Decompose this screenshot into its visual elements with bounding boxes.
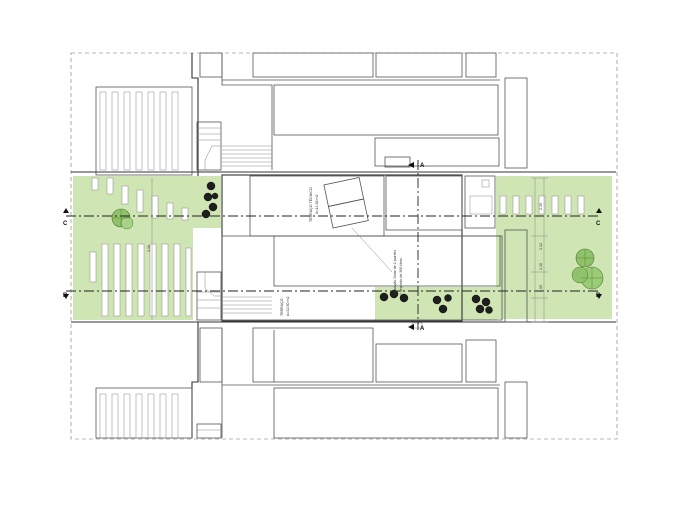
room-top-area: A=12.38 m2 bbox=[315, 195, 319, 214]
shrubs-center-bottom bbox=[379, 289, 493, 314]
tree-left-garden bbox=[111, 208, 134, 230]
trees bbox=[111, 181, 604, 314]
section-markers: C C B B A A bbox=[63, 162, 602, 332]
central-terrace bbox=[71, 171, 616, 329]
solar-panels bbox=[323, 176, 369, 229]
tree-right-garden-1 bbox=[575, 248, 595, 268]
marker-c-right: C bbox=[596, 221, 601, 227]
dim-right-v1: 2.10 bbox=[539, 203, 543, 210]
lower-building bbox=[95, 322, 528, 439]
room-bottom-label: TERRAÇO bbox=[280, 298, 284, 316]
upper-building bbox=[95, 52, 528, 176]
dim-right-v4: 1.00 bbox=[539, 285, 543, 292]
marker-a-top: A bbox=[420, 163, 425, 169]
dim-left-v: 3.16 bbox=[147, 245, 151, 252]
tree-right-garden-2 bbox=[571, 266, 604, 290]
lower-left-stripes bbox=[99, 393, 179, 439]
upper-left-stripes bbox=[99, 91, 179, 171]
dim-right-v3: 1.10 bbox=[539, 263, 543, 270]
room-top-label: TERRAÇO TÉCNICO bbox=[308, 187, 313, 222]
lower-stair bbox=[196, 271, 272, 321]
garden-left-tree-strip bbox=[193, 176, 221, 228]
marker-b-right: B bbox=[596, 293, 601, 299]
dimension-lines: 3.16 2.10 1.12 1.10 1.00 bbox=[147, 177, 548, 323]
left-garden-pavers bbox=[89, 177, 192, 317]
shrubs-left-strip bbox=[201, 181, 219, 219]
marker-c-left: C bbox=[63, 221, 68, 227]
marker-b-left: B bbox=[63, 293, 68, 299]
room-bottom-area: A=32.80 m2 bbox=[286, 297, 290, 316]
garden-left bbox=[73, 176, 193, 320]
solar-note-line1: Instalação Solar de 2 painéis bbox=[393, 250, 397, 296]
room-labels: TERRAÇO TÉCNICO A=12.38 m2 TERRAÇO A=32.… bbox=[280, 187, 403, 316]
section-axes bbox=[66, 160, 600, 330]
upper-stair bbox=[196, 121, 272, 171]
solar-note-line2: c/ depósito de 300 litros bbox=[399, 258, 403, 296]
marker-a-bottom: A bbox=[420, 326, 425, 332]
dim-right-v2: 1.12 bbox=[539, 243, 543, 250]
right-garden-pavers bbox=[469, 195, 585, 215]
